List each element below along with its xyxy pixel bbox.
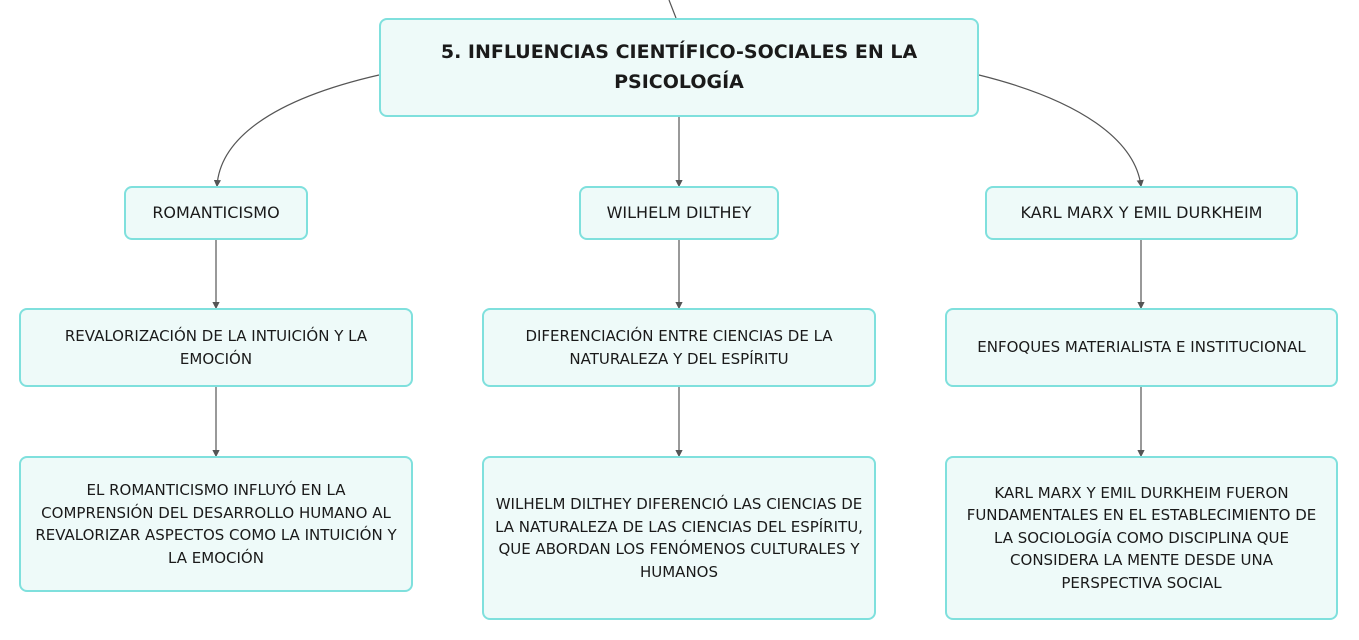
detail-marx-durkheim[interactable]: KARL MARX Y EMIL DURKHEIM FUERON FUNDAME… [945,456,1338,620]
subtopic-revalorizacion[interactable]: REVALORIZACIÓN DE LA INTUICIÓN Y LA EMOC… [19,308,413,387]
detail-label: KARL MARX Y EMIL DURKHEIM FUERON FUNDAME… [966,483,1317,592]
topic-wilhelm-dilthey[interactable]: WILHELM DILTHEY [579,186,779,240]
subtopic-label: DIFERENCIACIÓN ENTRE CIENCIAS DE LA NATU… [525,327,833,368]
topic-label: WILHELM DILTHEY [606,203,752,222]
detail-romanticismo[interactable]: EL ROMANTICISMO INFLUYÓ EN LA COMPRENSIÓ… [19,456,413,592]
subtopic-diferenciacion[interactable]: DIFERENCIACIÓN ENTRE CIENCIAS DE LA NATU… [482,308,876,387]
topic-romanticismo[interactable]: ROMANTICISMO [124,186,308,240]
central-topic[interactable]: 5. INFLUENCIAS CIENTÍFICO-SOCIALES EN LA… [379,18,979,117]
central-topic-label: 5. INFLUENCIAS CIENTÍFICO-SOCIALES EN LA… [440,41,918,93]
subtopic-label: REVALORIZACIÓN DE LA INTUICIÓN Y LA EMOC… [64,327,368,368]
detail-label: EL ROMANTICISMO INFLUYÓ EN LA COMPRENSIÓ… [35,481,397,567]
connector-central-to-romanticismo [213,74,380,188]
subtopic-label: ENFOQUES MATERIALISTA E INSTITUCIONAL [977,338,1306,357]
connector-central-to-marx-durkheim [978,74,1144,188]
topic-label: ROMANTICISMO [152,203,280,222]
detail-label: WILHELM DILTHEY DIFERENCIÓ LAS CIENCIAS … [495,495,863,581]
topic-label: KARL MARX Y EMIL DURKHEIM [1020,203,1263,222]
subtopic-enfoques[interactable]: ENFOQUES MATERIALISTA E INSTITUCIONAL [945,308,1338,387]
detail-dilthey[interactable]: WILHELM DILTHEY DIFERENCIÓ LAS CIENCIAS … [482,456,876,620]
topic-marx-durkheim[interactable]: KARL MARX Y EMIL DURKHEIM [985,186,1298,240]
connector-parent-to-central [668,0,677,19]
